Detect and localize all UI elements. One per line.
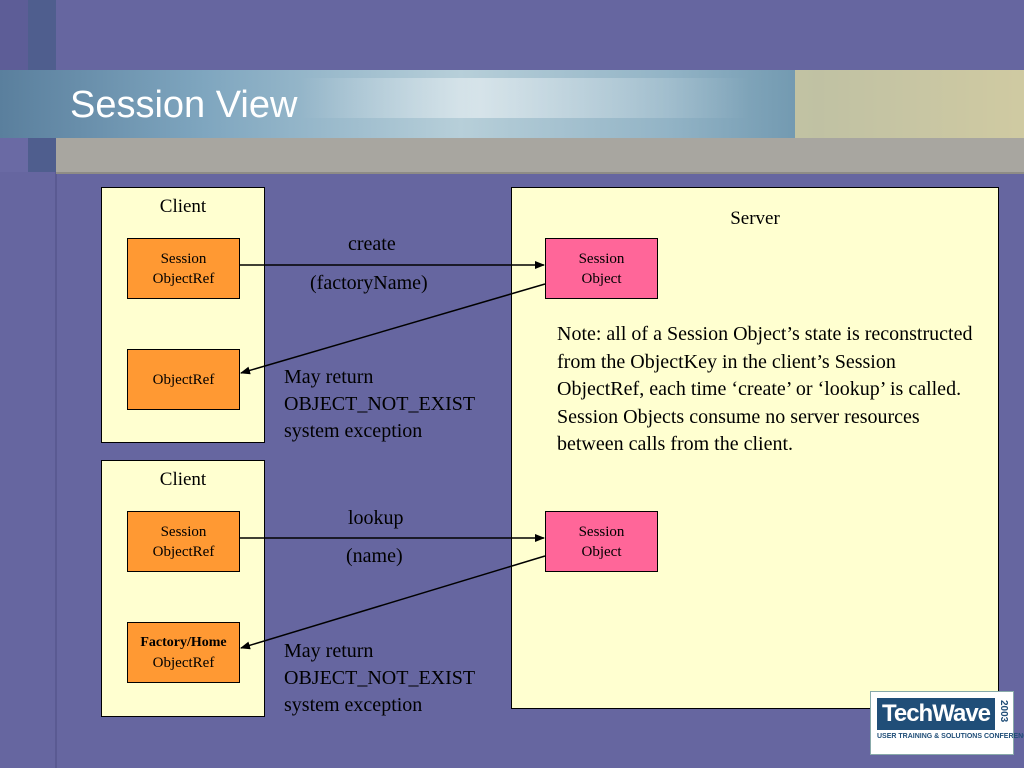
top-session-objectref-line1: Session <box>160 250 207 267</box>
factory-home-label: Factory/Home <box>140 634 227 650</box>
top-client-label: Client <box>159 196 207 217</box>
top-session-object-line1: Session <box>578 250 625 267</box>
bottom-session-object-line1: Session <box>578 523 625 540</box>
top-objectref-box: ObjectRef <box>127 349 240 410</box>
bottom-session-objectref-line1: Session <box>160 523 207 540</box>
bottom-session-object-line2: Object <box>581 543 622 560</box>
lookup-call-args: (name) <box>346 545 403 567</box>
top-session-objectref-box: Session ObjectRef <box>127 238 240 299</box>
bottom-session-objectref-box: Session ObjectRef <box>127 511 240 572</box>
top-return-line1: May return <box>284 366 374 388</box>
title-underbar-line <box>56 172 1024 174</box>
slide-title: Session View <box>70 84 298 126</box>
create-return-arrow <box>240 283 546 375</box>
factory-home-objectref-box: Factory/Home ObjectRef <box>127 622 240 683</box>
techwave-logo: TechWave 2003 USER TRAINING & SOLUTIONS … <box>870 691 1024 755</box>
create-call-label: create <box>348 233 396 255</box>
top-return-line2: OBJECT_NOT_EXIST <box>284 393 476 415</box>
bottom-session-objectref-line2: ObjectRef <box>152 543 215 560</box>
top-session-object-box: Session Object <box>545 238 658 299</box>
lookup-call-label: lookup <box>348 507 404 529</box>
logo-name: TechWave <box>877 698 995 730</box>
bottom-session-object-box: Session Object <box>545 511 658 572</box>
bottom-return-line3: system exception <box>284 694 423 716</box>
lookup-return-arrow <box>240 555 546 650</box>
create-call-args: (factoryName) <box>310 272 428 294</box>
top-return-line3: system exception <box>284 420 423 442</box>
bottom-return-line1: May return <box>284 640 374 662</box>
logo-year: 2003 <box>998 700 1009 723</box>
top-session-objectref-line2: ObjectRef <box>152 270 215 287</box>
server-label: Server <box>730 208 780 229</box>
top-session-object-line2: Object <box>581 270 622 287</box>
logo-tagline: USER TRAINING & SOLUTIONS CONFERENCE <box>877 733 1024 740</box>
title-banner <box>0 70 1024 138</box>
top-objectref-label: ObjectRef <box>152 371 215 388</box>
bottom-return-line2: OBJECT_NOT_EXIST <box>284 667 476 689</box>
bottom-client-label: Client <box>159 469 207 490</box>
server-note: Note: all of a Session Object’s state is… <box>557 323 973 455</box>
factory-home-objectref-label: ObjectRef <box>152 654 215 671</box>
title-underbar <box>56 138 1024 172</box>
